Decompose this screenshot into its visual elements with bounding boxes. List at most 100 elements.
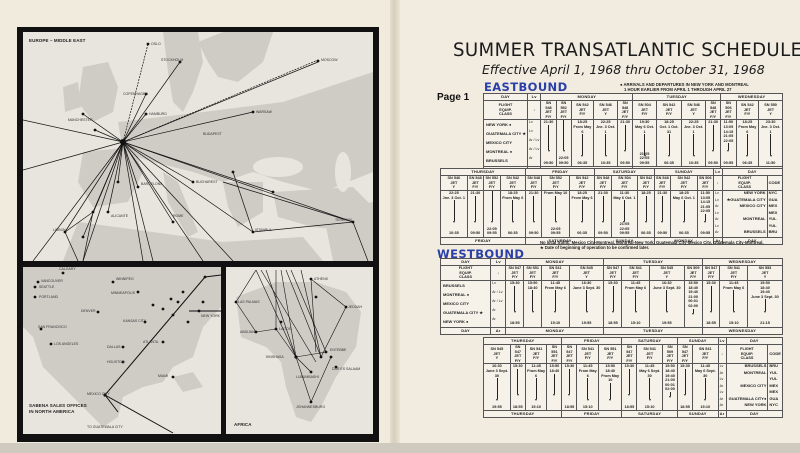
equipment: JET xyxy=(599,180,607,185)
flight-number: SN 541 xyxy=(643,347,656,352)
city-label: ROME xyxy=(173,214,184,218)
station-name: BRUSSELS xyxy=(443,283,465,288)
arrival-time: 06:35 xyxy=(664,160,674,165)
city-label: JOHANNESBURG xyxy=(296,405,326,409)
arrow-head-icon xyxy=(644,220,647,223)
airport-code: NYC xyxy=(768,190,778,195)
city-label: HOUSTON xyxy=(107,360,125,364)
arrival-day: THURSDAY xyxy=(482,410,563,419)
down-arrow-icon: ↓ xyxy=(490,265,507,281)
city-label: DENVER xyxy=(81,309,96,313)
flight-number: SN 547 xyxy=(626,345,633,354)
equipment: JET xyxy=(642,180,650,185)
flight-number: SN 548 xyxy=(709,101,717,110)
departure-time: 18:25 xyxy=(577,120,588,125)
arrival-day: TUESDAY xyxy=(603,327,703,335)
flight-number: SN 547 xyxy=(606,266,620,271)
book-gutter xyxy=(390,0,400,453)
ar-label: Ar xyxy=(717,410,727,419)
arrival-time: 10:35 xyxy=(688,160,699,165)
departure-day: MONDAY xyxy=(505,258,605,266)
flight-number: SN 542 xyxy=(575,176,589,181)
equipment: JET xyxy=(767,107,775,112)
flight-number: SN 553 xyxy=(758,266,772,271)
equipment: JET xyxy=(529,270,537,275)
eastbound-time-note: ● ARRIVALS AND DEPARTURES IN NEW YORK AN… xyxy=(620,82,749,92)
class: Y xyxy=(769,112,772,117)
arrow-head-icon xyxy=(547,150,550,153)
arrow-head-icon xyxy=(611,310,614,313)
equipment: JET xyxy=(584,351,592,356)
departure-time: 02:00 xyxy=(688,303,699,308)
header-label: FLIGHT xyxy=(458,266,473,271)
down-arrow-icon xyxy=(532,290,533,311)
arrow-head-icon xyxy=(704,220,707,223)
class: F/Y xyxy=(511,275,518,280)
departure-time: 21:30 xyxy=(708,120,718,125)
arrow-head-icon xyxy=(624,150,627,153)
flight-number: SN 548 xyxy=(469,176,482,181)
down-arrow-icon xyxy=(555,195,556,221)
airport-code: GUA xyxy=(769,395,779,401)
flight-number: SN 542 xyxy=(576,103,589,108)
day-label: DAY xyxy=(483,93,528,101)
equipment: JET xyxy=(550,354,558,359)
departure-day: FRIDAY xyxy=(561,337,623,345)
equipment: JET xyxy=(663,270,671,275)
arrival-time: 18:55 xyxy=(680,404,690,409)
departure-time: 11:45 xyxy=(531,364,541,369)
city-label: LAGOS xyxy=(279,327,292,331)
arrow-head-icon xyxy=(581,154,584,157)
departure-time: 21:30 xyxy=(528,191,539,195)
departure-time: 15:30 xyxy=(706,281,716,285)
departure-time: 18:25 xyxy=(641,191,651,195)
arrival-time: 18:55 xyxy=(564,404,575,409)
flight-number: SN 506 xyxy=(725,101,732,110)
airport-code: NYC xyxy=(769,402,778,408)
arrival-time: 09:50 xyxy=(543,160,554,165)
class: F/Y xyxy=(552,185,559,190)
class: F/Y xyxy=(514,358,521,363)
lv-ar-marker: Ar / Lv xyxy=(492,290,503,294)
city-label: WINNIPEG xyxy=(116,277,134,281)
departure-time: 16:30 xyxy=(581,281,592,285)
down-arrow-icon xyxy=(764,299,766,311)
airport-code: MEX xyxy=(768,209,778,215)
city-label: MOSCOW xyxy=(321,58,338,62)
map-north-america: CALGARY VANCOUVER SEATTLE PORTLAND WINNI… xyxy=(23,267,221,434)
flight-number: SN 545 xyxy=(660,266,674,271)
down-arrow-icon xyxy=(491,191,493,221)
arrow-head-icon xyxy=(692,154,695,157)
departure-time: 15:30 xyxy=(680,364,690,369)
class: F/Y xyxy=(682,358,688,363)
city-label: DAR ES SALAAM xyxy=(332,367,361,371)
validity-note: May 6 Sept. 30 xyxy=(694,368,716,378)
flight-number: SN 550 xyxy=(764,103,777,108)
flight-number: SN 504 xyxy=(638,103,651,108)
flight-number: SN 547 xyxy=(514,345,521,354)
header-label: CLASS xyxy=(459,275,472,280)
arrow-head-icon xyxy=(562,150,565,153)
flight-number: SN 551 xyxy=(603,347,617,352)
city-label: JEDDAH xyxy=(348,305,363,309)
city-label: ENTEBBE xyxy=(330,348,347,352)
arrow-head-icon xyxy=(628,394,631,397)
departure-time: 14:15 xyxy=(700,200,711,205)
class: F/Y xyxy=(659,185,666,190)
departure-day: THURSDAY xyxy=(440,168,526,176)
departure-time: 02:00 xyxy=(665,387,675,392)
equipment: JET xyxy=(632,270,640,275)
class: F/Y xyxy=(702,356,709,361)
lv-ar-marker: Ar xyxy=(719,383,724,388)
lv-ar-marker: Ar xyxy=(715,230,719,234)
